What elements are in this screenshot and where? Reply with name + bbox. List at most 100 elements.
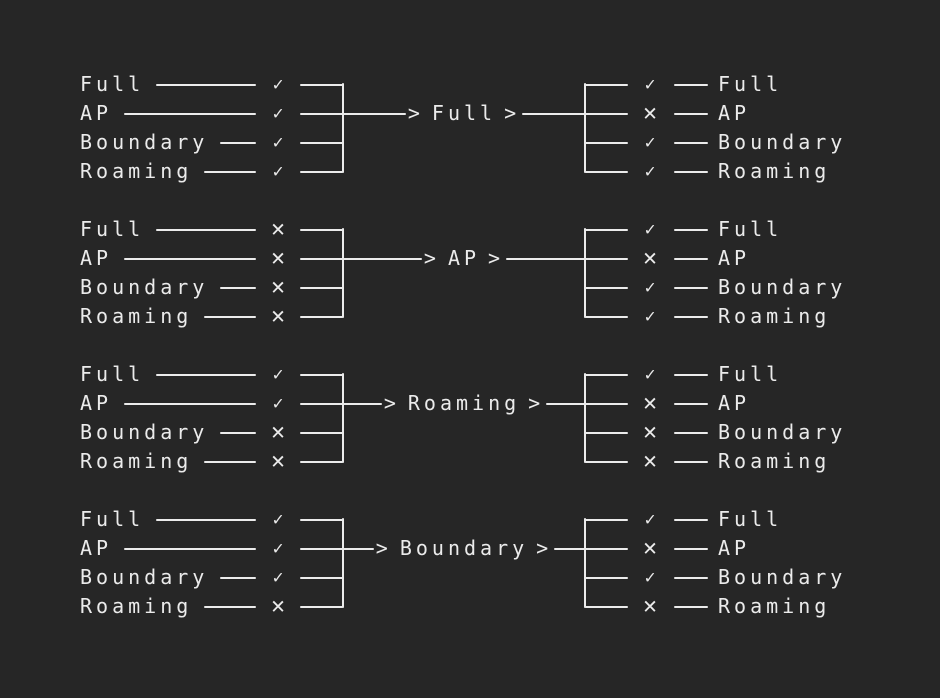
fanout-bracket-line bbox=[584, 83, 586, 173]
state-mark-icon: ✓ bbox=[644, 364, 656, 385]
mode-label: AP bbox=[718, 101, 751, 125]
connector-line bbox=[585, 170, 628, 173]
state-mark-icon: ✓ bbox=[272, 509, 284, 530]
state-mark-icon: ✕ bbox=[643, 448, 657, 474]
arrow-right-icon: > bbox=[504, 101, 521, 125]
state-mark-icon: ✓ bbox=[272, 538, 284, 559]
state-mark-icon: ✓ bbox=[644, 306, 656, 327]
connector-line bbox=[300, 286, 343, 289]
mode-label: Roaming bbox=[80, 304, 193, 328]
mode-label: AP bbox=[718, 391, 751, 415]
connector-line bbox=[300, 112, 343, 115]
mode-label: Full bbox=[80, 362, 145, 386]
mode-label: Roaming bbox=[80, 449, 193, 473]
connector-line bbox=[124, 402, 256, 405]
connector-line bbox=[220, 431, 256, 434]
mode-label: Full bbox=[718, 217, 783, 241]
mode-label: Full bbox=[80, 507, 145, 531]
connector-line bbox=[674, 402, 708, 405]
connector-line bbox=[674, 547, 708, 550]
mode-label: AP bbox=[80, 391, 113, 415]
state-mark-icon: ✕ bbox=[643, 593, 657, 619]
state-mark-icon: ✓ bbox=[272, 161, 284, 182]
state-mark-icon: ✕ bbox=[271, 245, 285, 271]
input-row: Full ✓ bbox=[80, 360, 343, 389]
transition-label: Full bbox=[431, 101, 497, 125]
output-row: ✓ Full bbox=[585, 360, 880, 389]
connector-line bbox=[300, 576, 343, 579]
state-mark-icon: ✓ bbox=[644, 567, 656, 588]
state-mark-icon: ✕ bbox=[271, 448, 285, 474]
connector-line bbox=[300, 518, 343, 521]
output-row: ✓ Full bbox=[585, 215, 880, 244]
input-row: Roaming ✕ bbox=[80, 447, 343, 476]
connector-line bbox=[204, 460, 256, 463]
connector-line bbox=[585, 83, 628, 86]
connector-line bbox=[585, 402, 628, 405]
connector-line bbox=[674, 373, 708, 376]
input-row: Full ✓ bbox=[80, 505, 343, 534]
state-mark-icon: ✕ bbox=[643, 390, 657, 416]
connector-line bbox=[585, 460, 628, 463]
arrow-right-icon: > bbox=[528, 391, 545, 415]
connector-line bbox=[585, 547, 628, 550]
state-mark-icon: ✓ bbox=[644, 509, 656, 530]
output-row: ✕ AP bbox=[585, 99, 880, 128]
arrow-right-icon: > bbox=[536, 536, 553, 560]
connector-line bbox=[156, 83, 256, 86]
output-row: ✓ Boundary bbox=[585, 128, 880, 157]
state-mark-icon: ✕ bbox=[643, 245, 657, 271]
input-row: AP ✓ bbox=[80, 534, 343, 563]
input-rows: Full ✓ AP ✓ Boundary ✓ Roaming ✓ bbox=[80, 70, 343, 186]
input-row: AP ✕ bbox=[80, 244, 343, 273]
output-rows: ✓ Full ✕ AP ✕ Boundary ✕ Roaming bbox=[585, 360, 880, 476]
output-row: ✓ Full bbox=[585, 70, 880, 99]
state-mark-icon: ✕ bbox=[643, 100, 657, 126]
input-row: Boundary ✓ bbox=[80, 563, 343, 592]
connector-line bbox=[674, 460, 708, 463]
mode-label: Full bbox=[718, 507, 783, 531]
transition-group: Full ✓ AP ✓ Boundary ✓ Roaming ✕ > Bound… bbox=[80, 505, 880, 621]
mode-label: Full bbox=[80, 217, 145, 241]
mode-label: Boundary bbox=[80, 130, 209, 154]
mode-label: Roaming bbox=[718, 449, 831, 473]
fanout-bracket-line bbox=[584, 518, 586, 608]
input-row: Roaming ✕ bbox=[80, 592, 343, 621]
transition-label: Roaming bbox=[407, 391, 521, 415]
output-row: ✓ Roaming bbox=[585, 157, 880, 186]
input-rows: Full ✓ AP ✓ Boundary ✓ Roaming ✕ bbox=[80, 505, 343, 621]
connector-line bbox=[300, 402, 343, 405]
mode-label: Boundary bbox=[718, 275, 847, 299]
state-mark-icon: ✕ bbox=[271, 593, 285, 619]
transition-group: Full ✕ AP ✕ Boundary ✕ Roaming ✕ > AP > bbox=[80, 215, 880, 331]
transition-label: AP bbox=[447, 246, 481, 270]
connector-line bbox=[204, 605, 256, 608]
transition-connector: > Boundary > bbox=[343, 534, 586, 563]
output-row: ✕ Roaming bbox=[585, 592, 880, 621]
connector-line bbox=[674, 518, 708, 521]
fanout-bracket-line bbox=[584, 373, 586, 463]
output-rows: ✓ Full ✕ AP ✓ Boundary ✕ Roaming bbox=[585, 505, 880, 621]
mode-label: Roaming bbox=[718, 159, 831, 183]
merge-bracket-line bbox=[342, 83, 344, 173]
mode-label: AP bbox=[718, 246, 751, 270]
connector-line bbox=[343, 402, 382, 405]
connector-line bbox=[674, 228, 708, 231]
connector-line bbox=[585, 141, 628, 144]
connector-line bbox=[300, 431, 343, 434]
connector-line bbox=[674, 431, 708, 434]
state-mark-icon: ✕ bbox=[271, 303, 285, 329]
mode-label: Boundary bbox=[80, 565, 209, 589]
connector-line bbox=[300, 547, 343, 550]
connector-line bbox=[300, 141, 343, 144]
connector-line bbox=[585, 373, 628, 376]
connector-line bbox=[585, 112, 628, 115]
state-mark-icon: ✓ bbox=[644, 161, 656, 182]
input-rows: Full ✓ AP ✓ Boundary ✕ Roaming ✕ bbox=[80, 360, 343, 476]
connector-line bbox=[585, 518, 628, 521]
arrow-right-icon: > bbox=[423, 246, 440, 270]
connector-line bbox=[554, 547, 586, 550]
input-rows: Full ✕ AP ✕ Boundary ✕ Roaming ✕ bbox=[80, 215, 343, 331]
connector-line bbox=[585, 315, 628, 318]
